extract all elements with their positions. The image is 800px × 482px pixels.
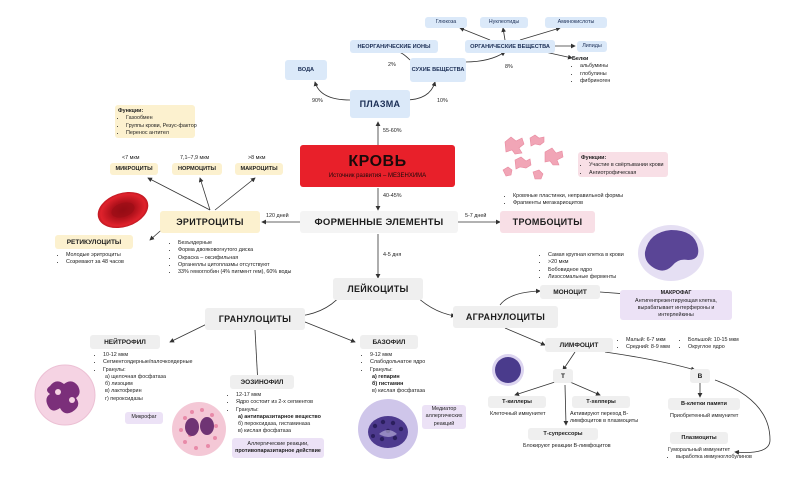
blood-title: КРОВЬ [348,153,407,170]
t-helpers-box: Т-хелперы [572,396,630,408]
proteins-list: Белки альбумины глобулины фибриноген [572,56,610,85]
lymphocyte-sizes-left: Малый: 6-7 мкм Средний: 8-9 мкм [618,337,670,352]
neutrophil-note: Микрофаг [125,412,163,424]
dry-substances-box: СУХИЕ ВЕЩЕСТВА [410,58,466,82]
macrophage-box: МАКРОФАГ Антигенпрезентирующая клетка, в… [620,290,732,320]
organic-substances-box: ОРГАНИЧЕСКИЕ ВЕЩЕСТВА [465,40,555,53]
pct-formed: 40-45% [383,193,402,199]
water-box: ВОДА [285,60,327,80]
formed-elements-box: ФОРМЕННЫЕ ЭЛЕМЕНТЫ [300,211,458,233]
pct-plasma: 55-60% [383,128,402,134]
basophil-note: Медиатор аллергических реакций [422,405,466,429]
neutrophil-box: НЕЙТРОФИЛ [90,335,160,349]
b-lymphocyte-box: В [690,369,710,383]
normocytes-box: НОРМОЦИТЫ [172,163,222,175]
eosinophil-features: 12-17 мкм Ядро состоит из 2-х сегментов … [228,392,321,436]
plasmocytes-text: Гуморальный иммунитет выработка иммуногл… [668,447,752,462]
granulocytes-box: ГРАНУЛОЦИТЫ [205,308,305,330]
monocyte-box: МОНОЦИТ [540,285,600,299]
neutrophil-features: 10-12 мкм Сегментоядерные/палочкоядерные… [95,352,193,403]
leu-days: 4-5 дня [383,252,402,258]
basophil-image [358,399,418,459]
reticulocyte-features: Молодые эритроциты Созревают за 48 часов [58,252,124,267]
inorganic-ions-box: НЕОРГАНИЧЕСКИЕ ИОНЫ [350,40,438,53]
pct-organic: 8% [505,64,513,70]
lipids-box: Липиды [577,41,607,52]
monocyte-features: Самая крупная клетка в крови >20 мкм Боб… [540,252,624,281]
t-lymphocyte-box: Т [553,369,573,383]
plasma-box: ПЛАЗМА [350,90,410,118]
macrocytes-box: МАКРОЦИТЫ [235,163,283,175]
plasmocytes-box: Плазмоциты [670,432,728,444]
lymphocyte-box: ЛИМФОЦИТ [545,338,613,352]
thrombocyte-functions-box: Функции: Участие в свёртывании крови Анг… [578,152,668,177]
normo-size: 7,1–7,9 мкм [180,155,210,161]
t-suppressors-box: Т-супрессоры [528,428,598,440]
erythrocytes-box: ЭРИТРОЦИТЫ [160,211,260,233]
basophil-features: 9-12 мкм Слабодольчатое ядро Гранулы: а)… [362,352,425,396]
erythrocyte-features: Безъядерные Форма двояковогнутого диска … [170,240,291,276]
pct-water: 90% [312,98,323,104]
eosinophil-box: ЭОЗИНОФИЛ [230,375,294,389]
lymphocyte-sizes-right: Большой: 10-15 мкм Округлое ядро [680,337,739,352]
ery-days: 120 дней [266,213,289,219]
blood-subtitle: Источник развития – МЕЗЕНХИМА [328,173,427,179]
eosinophil-image [172,402,226,456]
eosinophil-note: Аллергические реакции, противопаразитарн… [232,438,324,458]
b-memory-box: В-клетки памяти [668,398,740,410]
monocyte-image [638,225,704,281]
thr-days: 5-7 дней [465,213,487,219]
microcytes-box: МИКРОЦИТЫ [110,163,158,175]
lymphocyte-image [492,354,524,386]
macro-size: >8 мкм [248,155,266,161]
t-suppressors-text: Блокируют реакции В-лимфоцитов [523,443,611,449]
nucleotides-box: Нуклеотиды [480,17,528,28]
blood-box: КРОВЬ Источник развития – МЕЗЕНХИМА [300,145,455,187]
thrombocyte-features: Кровяные пластинки, неправильной формы Ф… [505,193,623,208]
micro-size: <7 мкм [122,155,140,161]
pct-inorganic: 2% [388,62,396,68]
thrombocytes-image [502,134,564,180]
thrombocytes-box: ТРОМБОЦИТЫ [500,211,595,233]
neutrophil-image [34,364,96,426]
b-memory-text: Приобретенный иммунитет [670,413,739,419]
leukocytes-box: ЛЕЙКОЦИТЫ [333,278,423,300]
reticulocytes-box: РЕТИКУЛОЦИТЫ [55,235,133,249]
erythrocyte-image [97,191,149,229]
t-killers-text: Клеточный иммунитет [490,411,546,417]
t-helpers-text: Активируют переход В-лимфоцитов в плазмо… [570,411,639,425]
erythrocyte-functions-box: Функции: Газообмен Группы крови, Резус-ф… [115,105,197,138]
glucose-box: Глюкоза [425,17,467,28]
t-killers-box: Т-киллеры [488,396,546,408]
agranulocytes-box: АГРАНУЛОЦИТЫ [453,306,558,328]
pct-dry: 10% [437,98,448,104]
amino-acids-box: Аминокислоты [545,17,607,28]
basophil-box: БАЗОФИЛ [360,335,418,349]
